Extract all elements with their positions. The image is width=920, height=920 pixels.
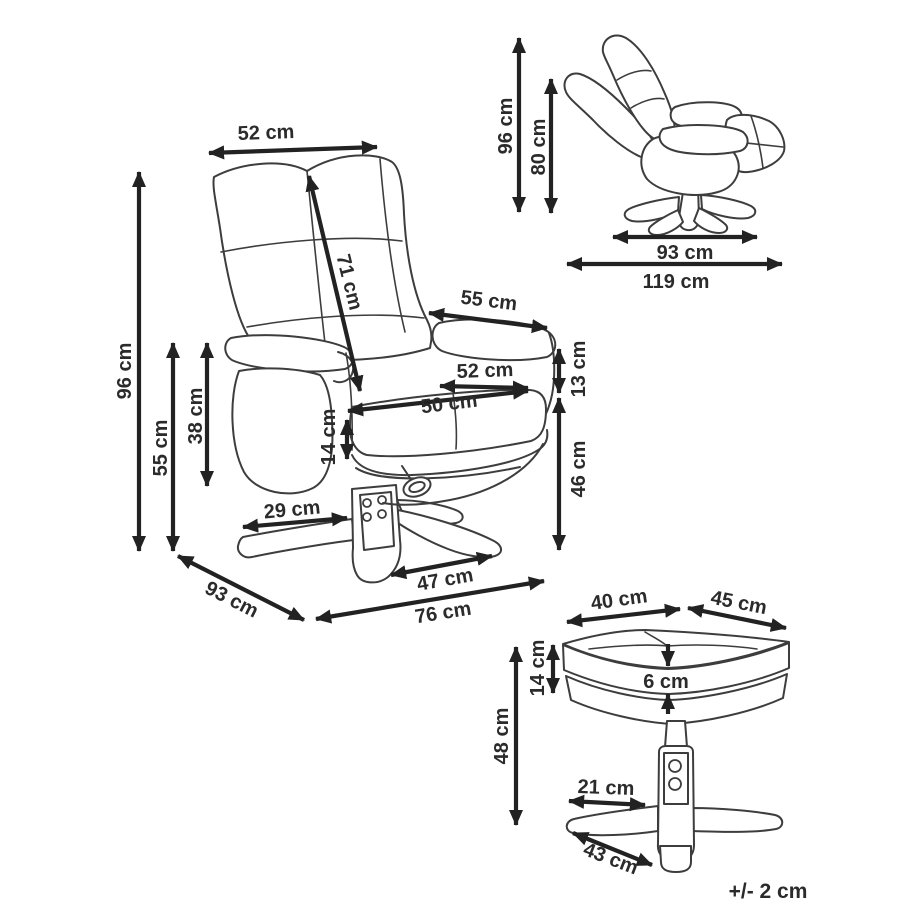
dim-recline-base-width: 93 cm (611, 229, 759, 264)
reclined-chair-dimensions: 96 cm 80 cm 93 cm 119 cm (495, 36, 784, 293)
chair-backrest-seam (379, 158, 406, 333)
dim-line (305, 175, 364, 392)
dim-line (687, 604, 787, 632)
recline-footrest-seam (750, 115, 764, 169)
dim-chair-cushion-thickness: 14 cm (318, 409, 355, 466)
dim-chair-back-height: 55 cm (150, 341, 181, 553)
ottoman-base-foot (659, 845, 692, 873)
dim-label-ottoman-top-width: 40 cm (590, 585, 649, 615)
dim-ottoman-cushion-height: 14 cm (527, 640, 561, 697)
recline-base-right-leg (700, 194, 757, 220)
dim-line (567, 794, 647, 812)
dim-label-chair-total-height: 96 cm (114, 343, 136, 400)
chair-backrest (212, 154, 433, 362)
ottoman-tuft-seam (588, 644, 668, 650)
dim-label-chair-back-height: 55 cm (150, 420, 172, 477)
dim-ottoman-base-leg: 43 cm (572, 831, 653, 880)
chair-base-right-leg (397, 509, 502, 559)
recline-backrest-seam (616, 69, 652, 81)
dim-label-recline-length: 119 cm (643, 271, 710, 293)
reclined-chair-drawing (563, 34, 786, 236)
ottoman-lower-box (565, 673, 788, 725)
dim-chair-seat-width: 52 cm (438, 359, 530, 395)
dim-chair-armrest-above-seat: 13 cm (551, 341, 590, 398)
chair-underseat-frame (351, 429, 549, 477)
dim-label-chair-armrest-height: 38 cm (185, 388, 207, 445)
dim-label-ottoman-cushion-height: 14 cm (527, 640, 549, 697)
dim-label-recline-base-width: 93 cm (657, 242, 714, 264)
dim-ottoman-base-inner: 21 cm (567, 776, 647, 812)
dim-chair-base-leg: 47 cm (390, 551, 493, 596)
dim-chair-total-height: 96 cm (114, 170, 147, 553)
dim-label-ottoman-total-height: 48 cm (491, 708, 513, 765)
dim-label-ottoman-base-inner: 21 cm (577, 776, 634, 800)
ottoman-tuft-seam (666, 644, 758, 650)
ottoman-column-neck (664, 720, 688, 748)
dim-label-ottoman-cushion-edge: 6 cm (643, 671, 689, 693)
dim-chair-armrest-height: 38 cm (185, 341, 215, 488)
tolerance-note: +/- 2 cm (729, 880, 808, 903)
dim-label-chair-top-width: 52 cm (237, 121, 294, 145)
chair-base-hole (362, 498, 372, 508)
ottoman-base-hole (668, 777, 682, 791)
dim-chair-seat-depth: 50 cm (346, 385, 530, 418)
ottoman-drawing (562, 629, 790, 873)
dim-line (565, 603, 682, 628)
dim-line (428, 307, 548, 334)
dim-label-chair-armrest-above-seat: 13 cm (568, 341, 590, 398)
chair-base-hole (377, 509, 387, 519)
dim-label-recline-height-upright: 96 cm (495, 98, 517, 155)
dim-line (390, 551, 493, 580)
ottoman-base-hole (668, 759, 682, 773)
dim-ottoman-total-height: 48 cm (491, 645, 524, 827)
ottoman-dimensions: 40 cm 45 cm 14 cm 48 cm 6 cm 21 cm 43 cm (491, 585, 787, 880)
chair-lever-knob-inner (408, 480, 426, 494)
dim-line (346, 385, 530, 417)
dim-label-recline-height-reclined: 80 cm (528, 119, 550, 176)
dim-chair-base-inner: 29 cm (241, 497, 349, 533)
dim-label-chair-base-inner: 29 cm (263, 497, 321, 524)
chair-base-hole (377, 495, 387, 505)
dim-line (241, 512, 349, 533)
dim-recline-length: 119 cm (565, 256, 784, 293)
chair-right-frame (382, 443, 544, 506)
dim-label-ottoman-base-leg: 43 cm (580, 839, 641, 880)
ottoman-cushion-side (562, 642, 790, 695)
ottoman-tuft-seam (644, 631, 668, 647)
dim-label-chair-seat-width: 52 cm (456, 359, 513, 383)
recline-backrest-seam (630, 97, 665, 109)
dim-label-chair-cushion-thickness: 14 cm (318, 409, 340, 466)
dim-chair-overall-depth: 93 cm (177, 554, 305, 623)
dim-line (438, 379, 530, 395)
dim-chair-seat-height: 46 cm (551, 396, 590, 552)
chair-lever-stem (401, 465, 413, 482)
dim-chair-top-width: 52 cm (207, 121, 379, 160)
ottoman-cushion-top (562, 629, 790, 669)
dim-line (572, 831, 653, 867)
dim-ottoman-cushion-edge: 6 cm (643, 644, 689, 714)
ottoman-base-right-leg (691, 807, 784, 833)
chair-base-hole (362, 512, 372, 522)
dim-recline-height-reclined: 80 cm (528, 77, 559, 215)
dim-ottoman-top-width: 40 cm (565, 585, 682, 628)
dim-line (207, 140, 379, 160)
recline-near-armrest (658, 124, 749, 156)
dim-label-chair-seat-height: 46 cm (568, 441, 590, 498)
ottoman-base-left-leg (565, 805, 659, 837)
dim-line (177, 554, 305, 622)
dim-ottoman-top-depth: 45 cm (687, 587, 787, 632)
dim-line (315, 576, 545, 624)
dim-recline-height-upright: 96 cm (495, 36, 527, 214)
dim-label-chair-backrest-width: 55 cm (459, 287, 518, 316)
